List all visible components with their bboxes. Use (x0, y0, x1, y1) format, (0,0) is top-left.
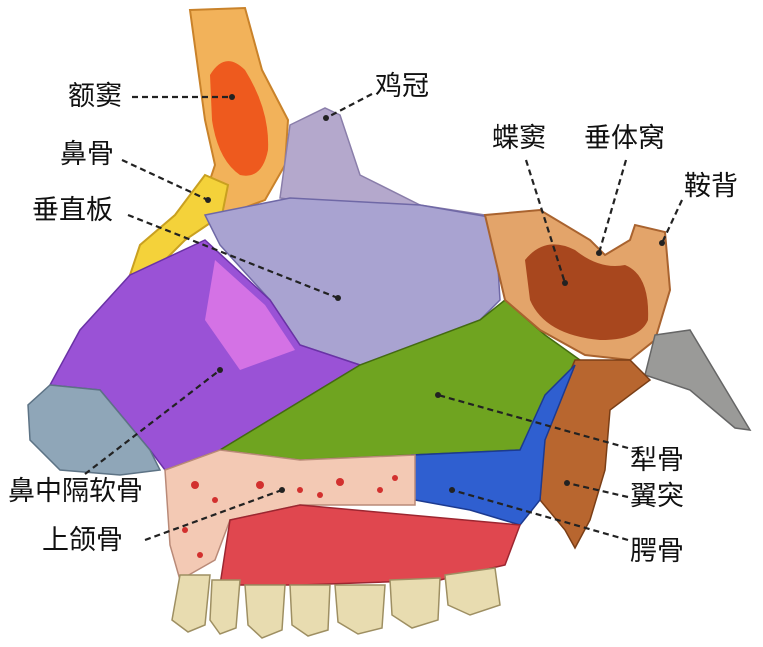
label-pterygoid-process: 翼突 (630, 481, 684, 512)
label-perpendicular-plate: 垂直板 (32, 195, 113, 226)
label-sphenoid-sinus: 蝶窦 (492, 123, 546, 154)
leader-lines (84, 93, 683, 542)
teeth (171, 567, 501, 639)
label-nasal-bone: 鼻骨 (60, 139, 114, 170)
label-palatine-bone: 腭骨 (630, 536, 684, 567)
label-maxilla: 上颌骨 (42, 525, 123, 556)
cartilage-highlight (205, 260, 295, 370)
septal-cartilage (48, 239, 362, 471)
nasal-ala (27, 384, 162, 476)
label-septal-cartilage: 鼻中隔软骨 (8, 476, 143, 507)
label-frontal-sinus: 额窦 (68, 81, 122, 112)
maxilla-marrow (182, 475, 398, 558)
sphenoid-sinus (525, 244, 649, 340)
label-dorsum-sellae: 鞍背 (684, 171, 738, 202)
palatine-bone (411, 364, 576, 526)
label-vomer: 犁骨 (630, 445, 684, 476)
frontal-sinus (210, 61, 269, 176)
label-hypophyseal-fossa: 垂体窝 (584, 123, 665, 154)
label-crista-galli: 鸡冠 (375, 71, 429, 102)
clivus (644, 329, 752, 431)
